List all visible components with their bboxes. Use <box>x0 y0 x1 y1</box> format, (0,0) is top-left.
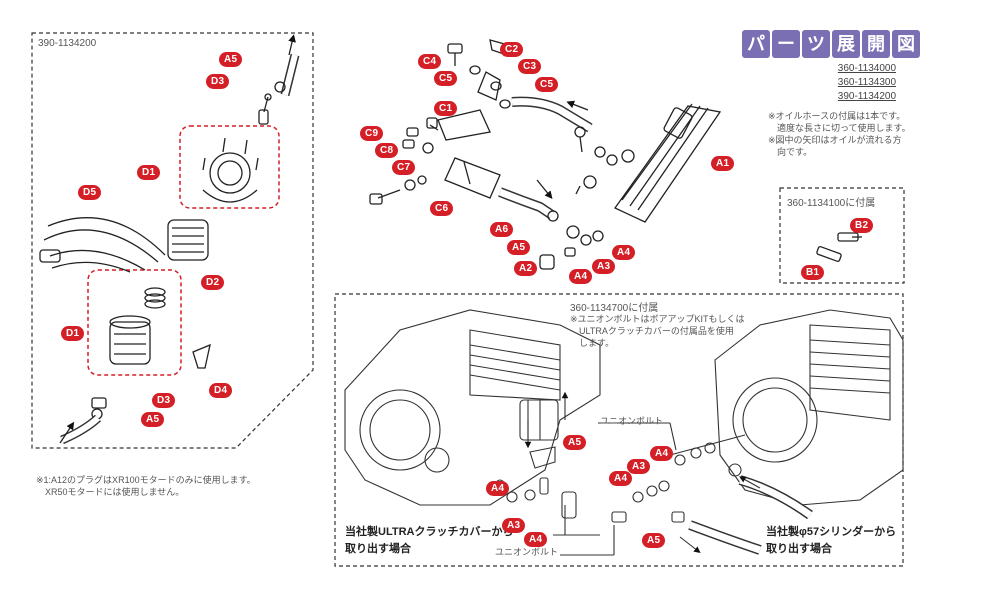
title-char: 図 <box>892 30 920 58</box>
title-char: 開 <box>862 30 890 58</box>
label-c6: C6 <box>430 198 454 216</box>
caption-cylinder: 当社製φ57シリンダーから 取り出す場合 <box>766 526 897 555</box>
note-union-bolt: ※ユニオンボルトはボアアップKITもしくは ULTRAクラッチカバーの付属品を使… <box>570 314 745 348</box>
b-box-parts <box>816 232 862 262</box>
label-a1: A1 <box>711 153 735 171</box>
label-a5: A5 <box>642 530 666 548</box>
product-code: 360-1134000 <box>837 63 896 74</box>
label-c4: C4 <box>418 51 442 69</box>
top-center-parts <box>369 39 722 270</box>
label-c3: C3 <box>518 56 542 74</box>
title-char: ー <box>772 30 800 58</box>
label-c2: C2 <box>500 39 524 57</box>
product-code: 360-1134300 <box>837 77 896 88</box>
b-box-code: 360-1134100に付属 <box>787 198 876 209</box>
label-a4: A4 <box>609 468 633 486</box>
label-a6: A6 <box>490 219 514 237</box>
label-a3: A3 <box>627 456 651 474</box>
label-b2: B2 <box>850 215 874 233</box>
left-box-border <box>31 32 314 449</box>
caption-clutch-cover: 当社製ULTRAクラッチカバーから 取り出す場合 <box>345 526 514 555</box>
label-c9: C9 <box>360 123 384 141</box>
d1-bottom-group <box>87 269 182 376</box>
label-d4: D4 <box>209 380 233 398</box>
union-bolt-label: ユニオンボルト <box>495 547 559 557</box>
label-d5: D5 <box>78 182 102 200</box>
label-a5: A5 <box>219 49 243 67</box>
label-a4: A4 <box>486 478 510 496</box>
bottom-box-code: 360-1134700に付属 <box>570 303 659 314</box>
label-d3: D3 <box>206 71 230 89</box>
note-top-right: ※オイルホースの付属は1本です。 適度な長さに切って使用します。 ※図中の矢印は… <box>768 111 911 157</box>
label-c7: C7 <box>392 157 416 175</box>
label-a5: A5 <box>507 237 531 255</box>
left-box-parts <box>39 34 300 445</box>
label-a5: A5 <box>563 432 587 450</box>
title-char: パ <box>742 30 770 58</box>
label-a4: A4 <box>650 443 674 461</box>
label-a4: A4 <box>524 529 548 547</box>
product-code: 390-1134200 <box>837 91 896 102</box>
label-a4: A4 <box>569 266 593 284</box>
d1-top-group <box>179 125 280 209</box>
label-d1: D1 <box>137 162 161 180</box>
label-a3: A3 <box>502 515 526 533</box>
label-a4: A4 <box>612 242 636 260</box>
label-d1: D1 <box>61 323 85 341</box>
title-char: 展 <box>832 30 860 58</box>
label-c5: C5 <box>535 74 559 92</box>
left-box-code: 390-1134200 <box>38 38 97 49</box>
label-a2: A2 <box>514 258 538 276</box>
title-parts-diagram: パ ー ツ 展 開 図 <box>742 30 920 58</box>
label-c5: C5 <box>434 68 458 86</box>
b-box-border <box>779 187 905 284</box>
label-c8: C8 <box>375 140 399 158</box>
label-a3: A3 <box>592 256 616 274</box>
title-char: ツ <box>802 30 830 58</box>
label-b1: B1 <box>801 262 825 280</box>
label-d2: D2 <box>201 272 225 290</box>
label-c1: C1 <box>434 98 458 116</box>
label-a5: A5 <box>141 409 165 427</box>
union-bolt-label: ユニオンボルト <box>600 416 664 426</box>
label-d3: D3 <box>152 390 176 408</box>
footnote: ※1:A12のプラグはXR100モタードのみに使用します。 XR50モタードには… <box>36 475 256 497</box>
bottom-box-engines <box>344 309 904 556</box>
